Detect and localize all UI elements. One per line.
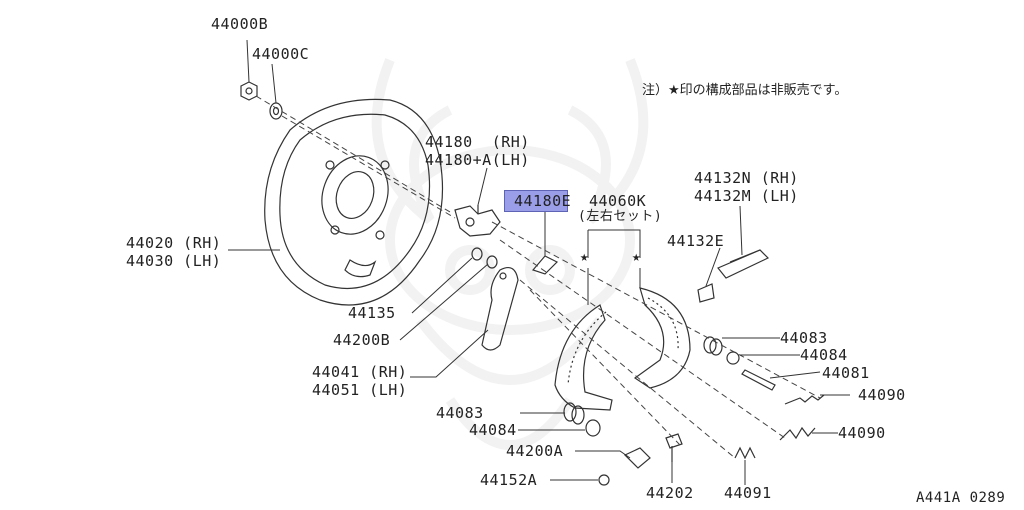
nut-44000B[interactable] [240, 81, 258, 101]
adjuster-assembly-44132[interactable] [717, 249, 770, 279]
label-44000C[interactable]: 44000C [252, 45, 310, 63]
pin-44081[interactable] [741, 369, 776, 391]
spring-44083-right[interactable] [703, 336, 723, 356]
return-spring-44090-a[interactable] [784, 394, 825, 405]
adjuster-part[interactable] [531, 255, 559, 275]
label-44060K-set: (左右セット) [578, 209, 663, 224]
label-44090-a[interactable]: 44090 [858, 386, 906, 404]
star-marker-rear: ★ [632, 249, 641, 265]
label-44090-b[interactable]: 44090 [838, 424, 886, 442]
label-44180-lh[interactable]: 44180+A(LH) [425, 151, 530, 169]
samurai-watermark-icon [371, 58, 649, 450]
diagram-code: A441A 0289 [916, 490, 1006, 506]
backing-plate[interactable] [264, 98, 444, 306]
star-marker-front: ★ [580, 249, 589, 265]
pin-44152A[interactable] [598, 474, 610, 486]
label-44132N[interactable]: 44132N (RH) [694, 169, 799, 187]
label-44200B[interactable]: 44200B [333, 331, 391, 349]
spring-44091[interactable] [734, 446, 756, 460]
label-44180-rh[interactable]: 44180 (RH) [425, 133, 530, 151]
label-44000B[interactable]: 44000B [211, 15, 269, 33]
label-44084-left[interactable]: 44084 [469, 421, 517, 439]
label-44060K[interactable]: 44060K [589, 192, 647, 210]
label-44202[interactable]: 44202 [646, 484, 694, 502]
spring-44083-left[interactable] [563, 402, 585, 425]
spring-44132E[interactable] [697, 283, 715, 303]
label-44083-left[interactable]: 44083 [436, 404, 484, 422]
adjuster-44200A[interactable] [623, 447, 651, 469]
bolt-44202[interactable] [665, 433, 683, 462]
label-44051[interactable]: 44051 (LH) [312, 381, 408, 399]
brake-shoe-front[interactable] [554, 304, 613, 411]
label-44180E[interactable]: 44180E [514, 192, 572, 210]
label-44020[interactable]: 44020 (RH) [126, 234, 222, 252]
label-44200A[interactable]: 44200A [506, 442, 564, 460]
leader-lines [228, 39, 850, 485]
label-44132E[interactable]: 44132E [667, 232, 725, 250]
label-44135[interactable]: 44135 [348, 304, 396, 322]
wheel-cylinder[interactable] [454, 205, 501, 237]
washer-44000C[interactable] [269, 102, 283, 120]
return-spring-44090-b[interactable] [779, 426, 816, 441]
label-44030[interactable]: 44030 (LH) [126, 252, 222, 270]
label-44081[interactable]: 44081 [822, 364, 870, 382]
small-ring-44135[interactable] [471, 247, 498, 269]
cup-44084-left[interactable] [585, 419, 601, 437]
label-44041[interactable]: 44041 (RH) [312, 363, 408, 381]
note-text: 注）★印の構成部品は非販売です。 [642, 83, 848, 98]
label-44084-right[interactable]: 44084 [800, 346, 848, 364]
brake-shoe-rear[interactable] [633, 287, 691, 389]
label-44152A[interactable]: 44152A [480, 471, 538, 489]
label-44083-right[interactable]: 44083 [780, 329, 828, 347]
label-44132M[interactable]: 44132M (LH) [694, 187, 799, 205]
assembly-guide-lines [255, 95, 821, 459]
highlight-box-44180E [504, 190, 568, 212]
brake-lever-44041[interactable] [481, 267, 519, 351]
cup-44084-right[interactable] [726, 351, 740, 365]
label-44091[interactable]: 44091 [724, 484, 772, 502]
